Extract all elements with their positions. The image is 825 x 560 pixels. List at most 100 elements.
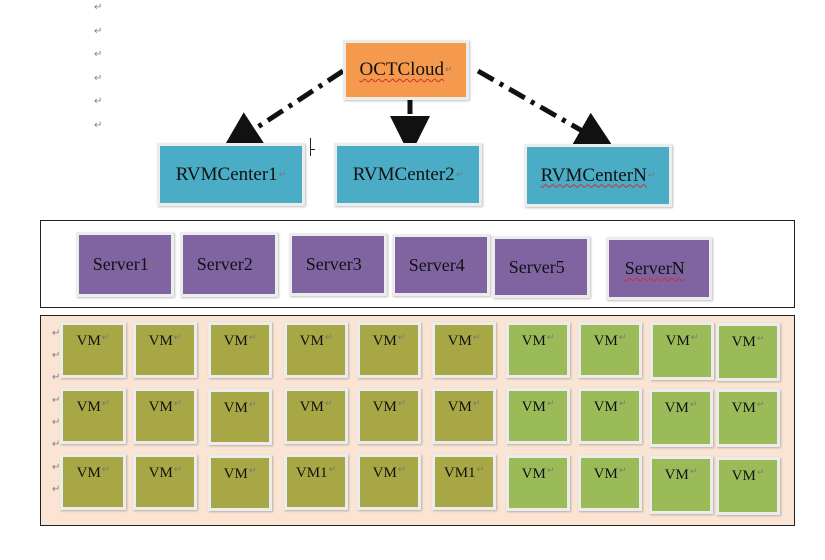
vm-node: VM↵ bbox=[357, 454, 421, 510]
vm-node: VM↵ bbox=[60, 322, 126, 378]
paragraph-mark-icon: ↵ bbox=[94, 49, 103, 60]
vm-label: VM bbox=[223, 333, 248, 349]
vm-node: VM↵ bbox=[578, 455, 642, 511]
vm-label: VM bbox=[76, 333, 101, 349]
paragraph-mark-icon: ↵ bbox=[173, 399, 182, 409]
vm-node: VM↵ bbox=[506, 455, 570, 511]
vm-label: VM bbox=[223, 400, 248, 416]
paragraph-mark-icon: ↵ bbox=[101, 399, 110, 409]
paragraph-mark-icon: ↵ bbox=[173, 465, 182, 475]
vm-label: VM bbox=[372, 333, 397, 349]
paragraph-mark-icon: ↵ bbox=[52, 417, 61, 428]
arrow-to-rvmcenter1 bbox=[221, 68, 345, 151]
paragraph-mark-icon: ↵ bbox=[362, 259, 371, 270]
paragraph-mark-icon: ↵ bbox=[94, 73, 103, 84]
node-server-label: Server4 bbox=[408, 254, 465, 275]
node-server: Server4↵ bbox=[392, 234, 490, 296]
vm-node: VM↵ bbox=[208, 455, 272, 511]
node-server: Server3↵ bbox=[289, 233, 387, 296]
vm-node: VM1↵ bbox=[284, 454, 348, 510]
paragraph-mark-icon: ↵ bbox=[546, 399, 555, 409]
vm-label: VM bbox=[731, 468, 756, 484]
vm-node: VM↵ bbox=[208, 322, 272, 378]
vm-node: VM↵ bbox=[357, 388, 421, 444]
vm-node: VM↵ bbox=[284, 322, 348, 378]
node-server: Server5↵ bbox=[492, 236, 590, 298]
node-rvmcenter: RVMCenterN↵ bbox=[524, 144, 672, 207]
vm-label: VM bbox=[148, 333, 173, 349]
paragraph-mark-icon: ↵ bbox=[455, 169, 464, 180]
node-rvmcenter: RVMCenter1↵ bbox=[157, 143, 305, 206]
node-server-label: Server2 bbox=[196, 254, 253, 274]
paragraph-mark-icon: ↵ bbox=[565, 262, 574, 272]
paragraph-mark-icon: ↵ bbox=[756, 400, 765, 410]
vm-node: VM↵ bbox=[506, 322, 570, 378]
paragraph-mark-icon: ↵ bbox=[101, 465, 110, 475]
vm-label: VM bbox=[148, 465, 173, 481]
vm-node: VM↵ bbox=[133, 388, 197, 444]
text-cursor-icon bbox=[310, 138, 315, 156]
vm-node: VM↵ bbox=[716, 323, 780, 381]
vm-label: VM bbox=[76, 465, 101, 481]
vm-label: VM bbox=[664, 400, 689, 416]
paragraph-mark-icon: ↵ bbox=[149, 259, 158, 270]
paragraph-mark-icon: ↵ bbox=[52, 439, 61, 450]
paragraph-mark-icon: ↵ bbox=[472, 399, 481, 409]
vm-label: VM1 bbox=[443, 465, 476, 481]
vm-label: VM bbox=[593, 466, 618, 482]
paragraph-mark-icon: ↵ bbox=[324, 399, 333, 409]
paragraph-mark-icon: ↵ bbox=[685, 263, 694, 274]
vm-node: VM↵ bbox=[432, 388, 496, 444]
node-rvmcenter: RVMCenter2↵ bbox=[334, 143, 482, 206]
paragraph-mark-icon: ↵ bbox=[546, 333, 555, 343]
vm-node: VM↵ bbox=[60, 454, 126, 510]
paragraph-mark-icon: ↵ bbox=[690, 333, 699, 343]
node-rvmcenter-label: RVMCenter2 bbox=[352, 163, 455, 185]
vm-node: VM↵ bbox=[357, 322, 421, 378]
node-server-label: Server5 bbox=[508, 256, 565, 277]
vm-label: VM bbox=[76, 399, 101, 415]
vm-node: VM↵ bbox=[716, 389, 780, 447]
paragraph-mark-icon: ↵ bbox=[647, 170, 656, 181]
paragraph-mark-icon: ↵ bbox=[52, 462, 61, 473]
paragraph-mark-icon: ↵ bbox=[253, 259, 262, 270]
paragraph-mark-icon: ↵ bbox=[94, 2, 103, 13]
paragraph-mark-icon: ↵ bbox=[52, 484, 61, 495]
node-rvmcenter-label: RVMCenterN bbox=[540, 164, 647, 186]
vm-label: VM bbox=[447, 333, 472, 349]
vm-node: VM↵ bbox=[649, 389, 713, 447]
paragraph-mark-icon: ↵ bbox=[328, 465, 337, 475]
vm-node: VM↵ bbox=[506, 388, 570, 444]
arrow-to-rvmcenterN bbox=[476, 68, 616, 150]
paragraph-mark-icon: ↵ bbox=[278, 169, 287, 180]
paragraph-mark-icon: ↵ bbox=[465, 260, 474, 270]
paragraph-mark-icon: ↵ bbox=[173, 333, 182, 343]
vm-label: VM bbox=[372, 465, 397, 481]
vm-label: VM bbox=[447, 399, 472, 415]
paragraph-mark-icon: ↵ bbox=[94, 120, 103, 131]
vm-label: VM bbox=[665, 333, 690, 349]
vm-node: VM↵ bbox=[284, 388, 348, 444]
vm-node: VM↵ bbox=[133, 322, 197, 378]
paragraph-mark-icon: ↵ bbox=[397, 465, 406, 475]
vm-label: VM bbox=[593, 333, 618, 349]
vm-label: VM bbox=[299, 399, 324, 415]
paragraph-mark-icon: ↵ bbox=[546, 466, 555, 476]
paragraph-mark-icon: ↵ bbox=[618, 333, 627, 343]
vm-label: VM bbox=[731, 400, 756, 416]
node-octcloud-label: OCTCloud bbox=[359, 59, 444, 80]
node-rvmcenter-label: RVMCenter1 bbox=[175, 163, 278, 185]
vm-label: VM bbox=[731, 334, 756, 350]
vm-node: VM↵ bbox=[716, 457, 780, 515]
vm-node: VM↵ bbox=[650, 322, 714, 380]
paragraph-mark-icon: ↵ bbox=[756, 334, 765, 344]
paragraph-mark-icon: ↵ bbox=[94, 96, 103, 107]
paragraph-mark-icon: ↵ bbox=[397, 333, 406, 343]
node-server-label: Server1 bbox=[92, 254, 149, 274]
paragraph-mark-icon: ↵ bbox=[472, 333, 481, 343]
paragraph-mark-icon: ↵ bbox=[52, 328, 61, 339]
vm-node: VM↵ bbox=[649, 456, 713, 514]
vm-label: VM bbox=[299, 333, 324, 349]
vm-node: VM↵ bbox=[432, 322, 496, 378]
vm-label: VM bbox=[521, 399, 546, 415]
